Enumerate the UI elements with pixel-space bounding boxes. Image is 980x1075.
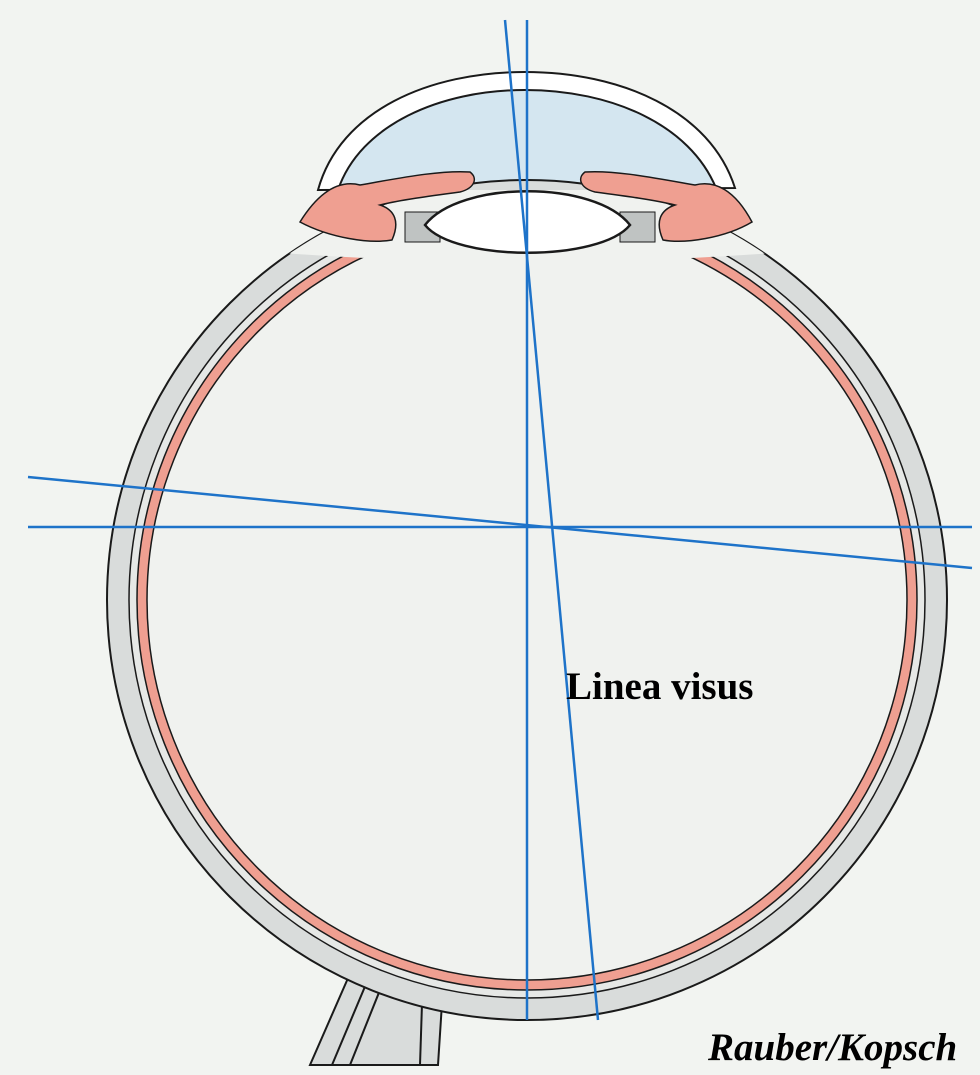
credit-label: Rauber/Kopsch (708, 1025, 957, 1070)
linea-visus-label: Linea visus (566, 664, 753, 709)
